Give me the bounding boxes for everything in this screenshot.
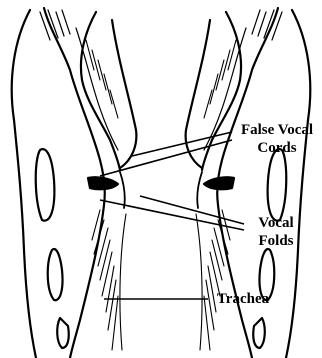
label-trachea: Trachea bbox=[208, 290, 278, 308]
left-cartilage-upper bbox=[36, 149, 55, 221]
right-outer-wall bbox=[286, 10, 310, 358]
left-cartilage-lower bbox=[48, 249, 63, 300]
left-outer-wall bbox=[12, 10, 36, 358]
label-vocal-folds: Vocal Folds bbox=[246, 214, 306, 250]
vocal-fold-left bbox=[88, 177, 118, 189]
label-vocal-folds-line2: Folds bbox=[246, 232, 306, 250]
right-cartilage-bottom bbox=[253, 318, 265, 348]
label-vocal-folds-line1: Vocal bbox=[246, 214, 306, 232]
label-false-vocal-cords-line2: Cords bbox=[232, 139, 322, 157]
glottis bbox=[120, 172, 202, 208]
right-cartilage-upper bbox=[268, 149, 287, 221]
left-cartilage-bottom bbox=[57, 318, 69, 348]
label-false-vocal-cords: False Vocal Cords bbox=[232, 121, 322, 157]
trachea-hatching bbox=[92, 210, 230, 350]
vocal-fold-right bbox=[204, 177, 234, 189]
leader-false-cords-2 bbox=[100, 140, 232, 176]
label-false-vocal-cords-line1: False Vocal bbox=[232, 121, 322, 139]
